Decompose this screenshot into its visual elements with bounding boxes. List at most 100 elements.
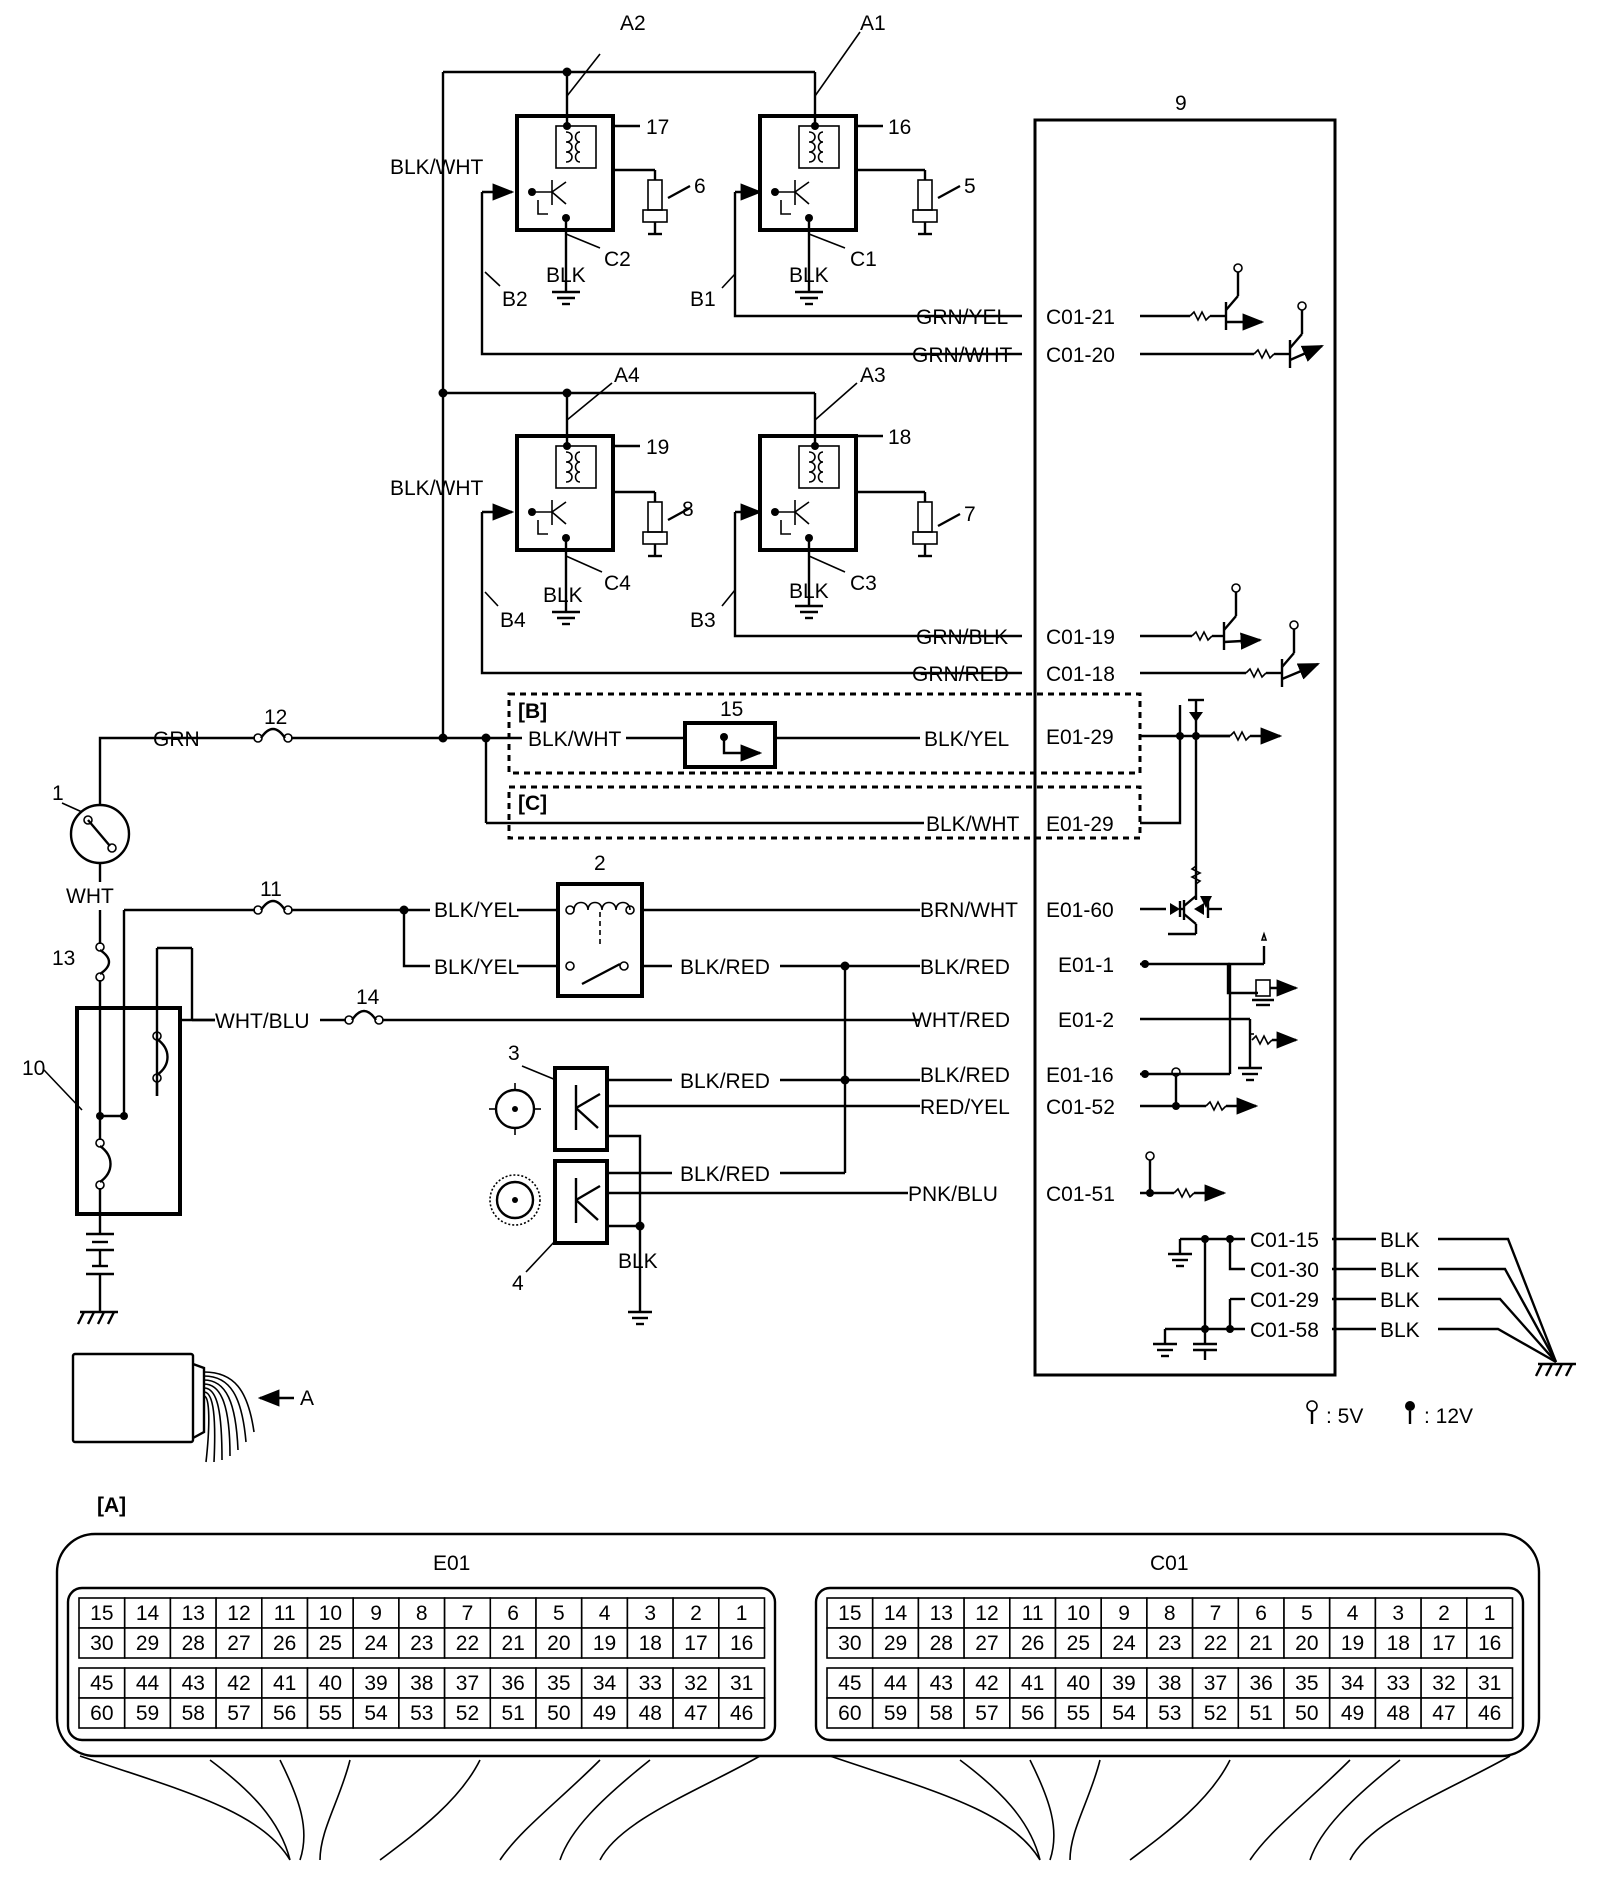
c01-pin-number: 9 (1118, 1602, 1130, 1625)
e01-pin-cell (78, 1697, 126, 1729)
e01-pin-number: 30 (90, 1632, 113, 1655)
c01-pin-cell (826, 1597, 874, 1629)
terminal-c01-52: C01-52 (1046, 1096, 1115, 1119)
c01-pin-number: 30 (838, 1632, 861, 1655)
c01-pin-number: 33 (1387, 1672, 1410, 1695)
fuse-box: 10 11 WHT/BLU 14 WHT/RED (22, 878, 1010, 1325)
gnd-wire-1: BLK (1380, 1229, 1420, 1252)
point-c1: C1 (850, 248, 877, 271)
wire-blk-red-relay: BLK/RED (680, 956, 770, 979)
e01-pin-number: 59 (136, 1702, 159, 1725)
e01-pin-cell (215, 1627, 263, 1659)
c01-pin-cell (963, 1597, 1011, 1629)
spark-plug-7: 7 (856, 490, 976, 558)
bus-wire-label-2: BLK/WHT (390, 477, 484, 500)
c01-pin-number: 32 (1432, 1672, 1455, 1695)
terminal-e01-1: E01-1 (1058, 954, 1114, 977)
c01-pin-number: 7 (1210, 1602, 1222, 1625)
trigger-lines: B2 B1 B4 B3 GRN/YEL GRN/WHT GRN/BLK GRN/… (480, 183, 1022, 686)
gnd-wire-3: BLK (1380, 1289, 1420, 1312)
c01-pin-number: 14 (884, 1602, 908, 1625)
c01-pin-number: 38 (1158, 1672, 1181, 1695)
e01-pin-number: 4 (599, 1602, 611, 1625)
e01-pin-cell (717, 1627, 766, 1659)
e01-pin-number: 47 (684, 1702, 707, 1725)
c01-pin-cell (1237, 1627, 1285, 1659)
c01-pin-cell (1420, 1667, 1468, 1699)
c01-pin-number: 17 (1432, 1632, 1455, 1655)
e01-pin-number: 40 (319, 1672, 342, 1695)
c01-pin-number: 1 (1484, 1602, 1496, 1625)
terminal-e01-29-b: E01-29 (1046, 726, 1114, 749)
e01-pin-number: 24 (364, 1632, 388, 1655)
c01-pin-number: 16 (1478, 1632, 1501, 1655)
e01-pin-number: 55 (319, 1702, 342, 1725)
terminal-c01-18: C01-18 (1046, 663, 1115, 686)
e01-pin-cell (672, 1627, 720, 1659)
e01-pin-number: 58 (182, 1702, 205, 1725)
e01-pin-cell (260, 1667, 309, 1699)
e01-pin-cell (489, 1667, 537, 1699)
plug-6-number: 6 (694, 175, 706, 198)
e01-pin-number: 49 (593, 1702, 616, 1725)
c01-pin-cell (1054, 1667, 1103, 1699)
e01-pin-number: 25 (319, 1632, 342, 1655)
c01-pin-number: 55 (1067, 1702, 1090, 1725)
c01-pin-number: 22 (1204, 1632, 1227, 1655)
fuse-14-number: 14 (356, 986, 380, 1009)
panel-label: [A] (97, 1494, 126, 1517)
e01-pin-cell (260, 1697, 309, 1729)
e01-pin-number: 12 (227, 1602, 250, 1625)
c01-pin-number: 26 (1021, 1632, 1044, 1655)
c01-pin-number: 6 (1255, 1602, 1267, 1625)
c01-pin-number: 46 (1478, 1702, 1501, 1725)
gnd-wire-2: BLK (1380, 1259, 1420, 1282)
coil-18-gnd-label: BLK (789, 580, 829, 603)
c01-pin-number: 45 (838, 1672, 861, 1695)
terminal-e01-2: E01-2 (1058, 1009, 1114, 1032)
point-a4: A4 (614, 364, 640, 387)
terminal-c01-21: C01-21 (1046, 306, 1115, 329)
fuse-12-number: 12 (264, 706, 287, 729)
e01-pin-cell (717, 1667, 766, 1699)
plug-8-number: 8 (682, 498, 694, 521)
wire-blk-red-sensor-4: BLK/RED (680, 1163, 770, 1186)
ecm-module: 9 (1033, 92, 1337, 1377)
e01-pin-number: 27 (227, 1632, 250, 1655)
c01-pin-number: 10 (1067, 1602, 1090, 1625)
relay-number: 2 (594, 852, 606, 875)
point-c4: C4 (604, 572, 631, 595)
e01-pin-number: 46 (730, 1702, 753, 1725)
e01-pin-cell (169, 1597, 217, 1629)
wire-grn: GRN (153, 728, 200, 751)
e01-pin-cell (169, 1667, 217, 1699)
gnd-wire-4: BLK (1380, 1319, 1420, 1342)
c01-pin-number: 31 (1478, 1672, 1501, 1695)
c01-pin-number: 51 (1249, 1702, 1272, 1725)
wire-grn-red: GRN/RED (912, 663, 1009, 686)
e01-pin-number: 3 (644, 1602, 656, 1625)
e01-pin-number: 33 (639, 1672, 662, 1695)
e01-pin-number: 56 (273, 1702, 296, 1725)
e01-pin-cell (78, 1627, 126, 1659)
e01-pin-cell (717, 1697, 766, 1729)
c01-label: C01 (1150, 1552, 1189, 1575)
c01-pin-number: 53 (1158, 1702, 1181, 1725)
e01-pin-cell (672, 1697, 720, 1729)
e01-pin-cell (306, 1627, 355, 1659)
c01-pin-number: 11 (1022, 1602, 1044, 1625)
c01-pin-cell (871, 1697, 920, 1729)
spark-plug-5: 5 (856, 168, 976, 236)
c01-pin-cell (1191, 1627, 1240, 1659)
point-b3: B3 (690, 609, 716, 632)
c01-pin-cell (1283, 1667, 1331, 1699)
e01-pin-cell (535, 1667, 583, 1699)
c01-pin-number: 23 (1158, 1632, 1181, 1655)
c01-pin-number: 57 (975, 1702, 998, 1725)
e01-pin-number: 19 (593, 1632, 616, 1655)
e01-pin-number: 5 (553, 1602, 565, 1625)
e01-pin-number: 26 (273, 1632, 296, 1655)
coil-19-number: 19 (646, 436, 669, 459)
